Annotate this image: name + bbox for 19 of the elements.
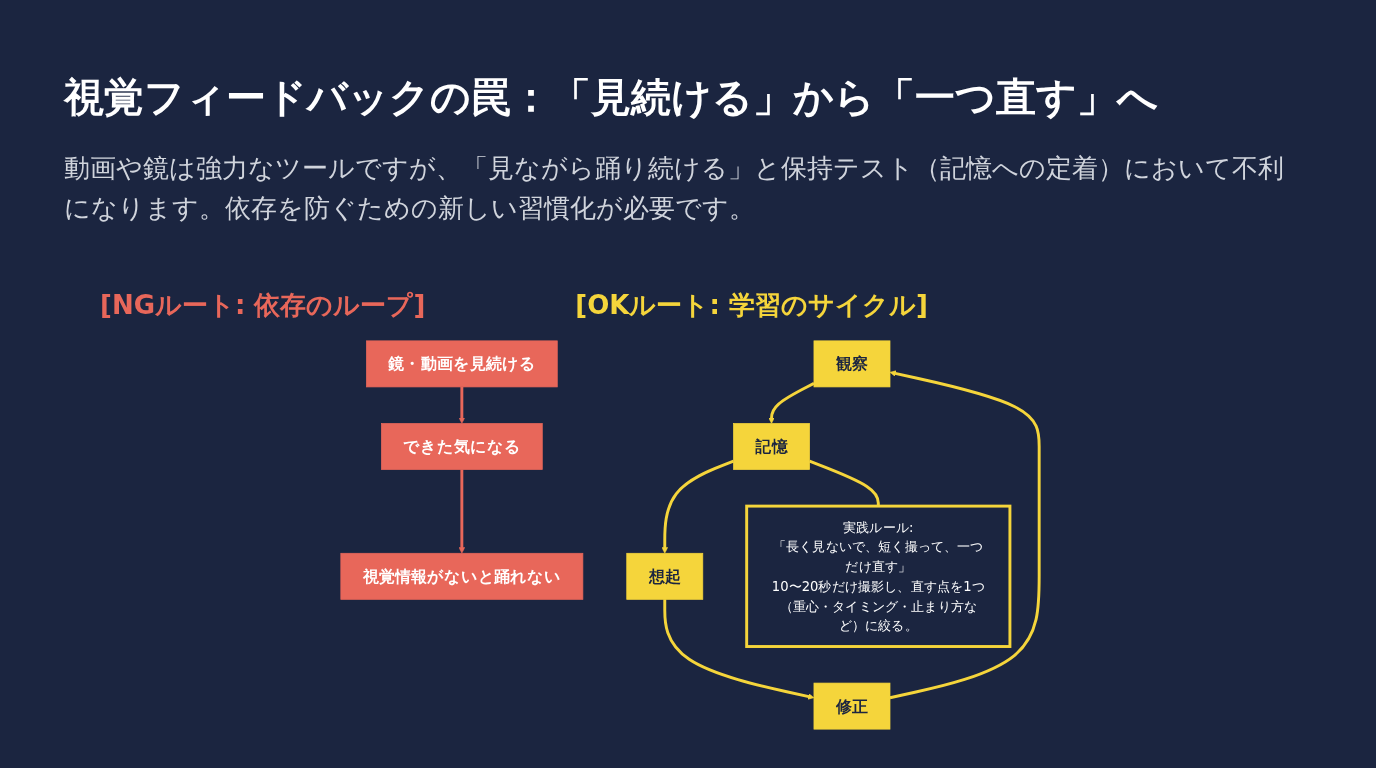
node-box: できた気になる: [381, 423, 543, 470]
section-heading: [NGルート: 依存のループ]: [100, 289, 426, 322]
node-box: 記憶: [733, 423, 810, 470]
arrow: [458, 469, 466, 554]
arrow: [458, 386, 466, 424]
title: 視覚フィードバックの罠：「見続ける」から「一つ直す」へ: [64, 73, 1158, 122]
arrow: [768, 382, 815, 424]
node-box: 想起: [626, 552, 704, 600]
node-box: 実践ルール: 「長く見ないで、短く撮って、一つだけ直す」 10〜20秒だけ撮影し、直す点を1つ（重心・タイミング・止まり方など）に絞る。: [745, 504, 1012, 648]
node-box: 修正: [813, 682, 891, 730]
arrow: [661, 459, 735, 554]
section-heading: [OKルート: 学習のサイクル]: [575, 289, 928, 322]
node-box: 鏡・動画を見続ける: [366, 340, 558, 388]
connector: [809, 459, 880, 507]
node-box: 観察: [813, 340, 891, 388]
node-box: 視覚情報がないと踊れない: [340, 552, 584, 600]
subtitle: 動画や鏡は強力なツールですが、「見ながら踊り続ける」と保持テスト（記憶への定着）において不利になります。依存を防ぐための新しい習慣化が必要です。: [64, 152, 1285, 225]
arrow: [663, 599, 815, 700]
arrow: [889, 370, 1041, 700]
